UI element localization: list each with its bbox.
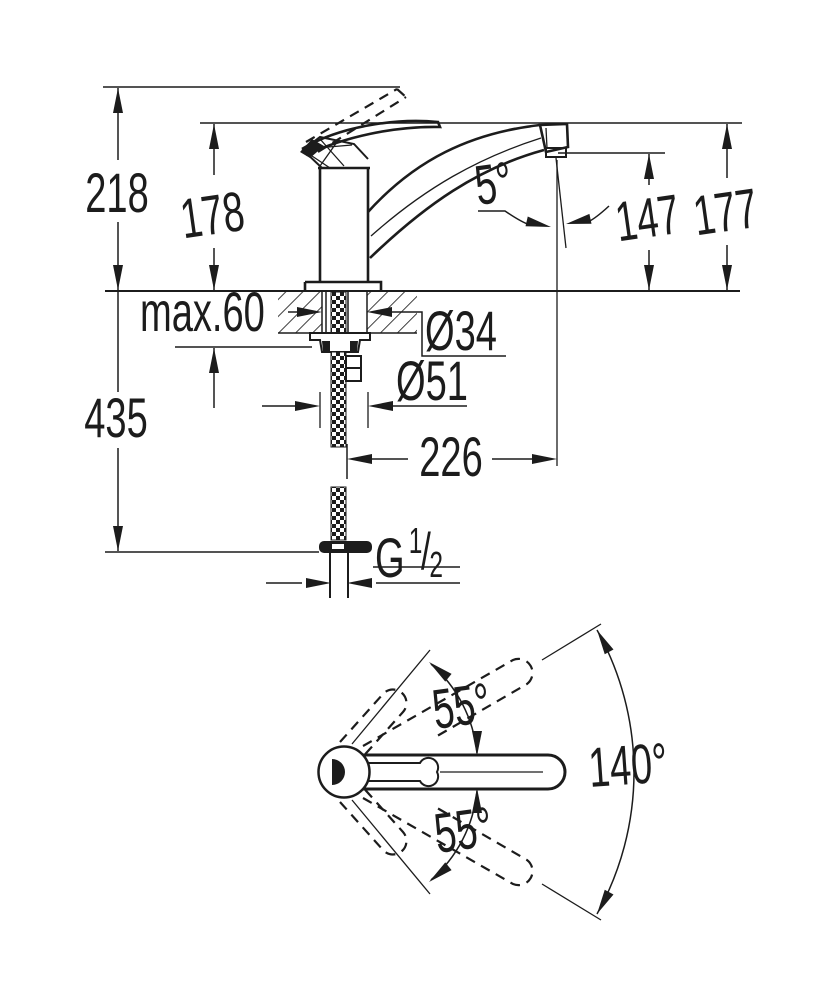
dim-max60-label: max.60 <box>140 282 265 344</box>
dim-177-label: 177 <box>690 178 762 248</box>
lever-raised-dashed <box>305 88 407 153</box>
dim-140-label: 140° <box>587 733 670 800</box>
dim-spout-reach: 226 <box>346 427 557 489</box>
dim-swivel-lower: 55° <box>351 788 497 895</box>
dim-max-deck-thickness: max.60 <box>140 282 265 408</box>
water-stream <box>555 157 567 466</box>
dim-escutcheon-diameter: Ø51 <box>262 351 468 428</box>
dim-swivel-total: 140° <box>541 623 670 921</box>
dim-55-lower-label: 55° <box>431 796 497 865</box>
dim-height-total: 218 <box>85 88 149 290</box>
dim-147-label: 147 <box>612 184 684 254</box>
dim-o51-label: Ø51 <box>396 351 468 413</box>
faucet-body <box>300 88 570 291</box>
dim-swivel-upper: 55° <box>351 649 495 756</box>
dim-5deg-label: 5° <box>471 151 516 217</box>
dim-hole-diameter: Ø34 <box>288 301 506 363</box>
dim-spout-outlet-height: 147 <box>612 154 684 290</box>
swivel-dashed-positions <box>339 657 534 887</box>
reference-lines <box>103 86 742 553</box>
dim-435-label: 435 <box>84 388 148 450</box>
dim-226-label: 226 <box>419 427 483 489</box>
dim-o34-label: Ø34 <box>425 301 497 363</box>
dim-178-label: 178 <box>177 181 249 251</box>
side-view: 218 435 178 max.60 14 <box>84 86 762 598</box>
dim-below-deck: 435 <box>84 291 148 551</box>
dim-spout-top-height: 177 <box>690 124 762 290</box>
dim-218-label: 218 <box>85 163 149 225</box>
dim-height-to-lever: 178 <box>177 124 249 290</box>
under-counter-assembly <box>309 291 372 598</box>
dim-55-upper-label: 55° <box>429 672 495 741</box>
top-view: 55° 55° 140° <box>317 623 670 921</box>
swivel-solid-lever <box>317 745 567 799</box>
dim-stream-angle: 5° <box>471 151 610 232</box>
